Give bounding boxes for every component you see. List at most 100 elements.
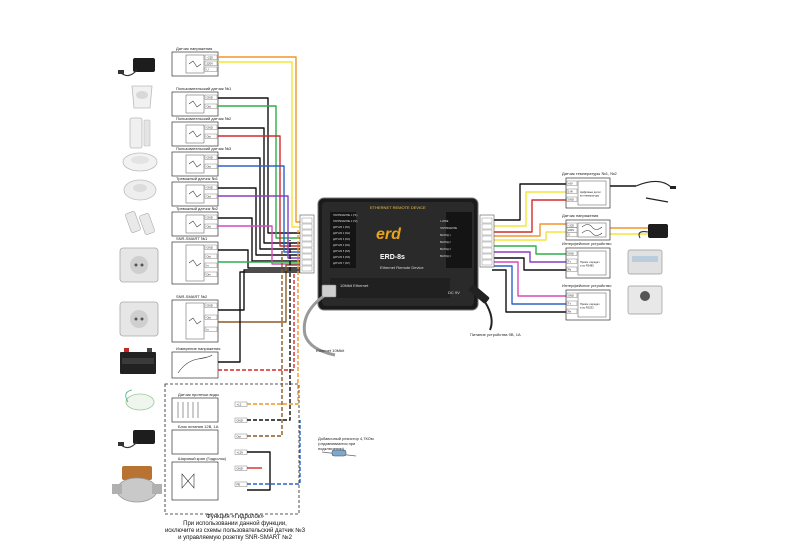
controller-brand: erd bbox=[376, 226, 401, 243]
hydrolock-frame bbox=[164, 383, 300, 515]
right-terminal bbox=[481, 253, 493, 260]
sensor-pin-label: Out bbox=[207, 164, 212, 168]
module-label-4: Интерфейсное устройство bbox=[562, 283, 612, 288]
hydrolock-pin-label: PE bbox=[237, 482, 241, 486]
resistor-icon bbox=[321, 449, 357, 457]
left-terminal bbox=[301, 229, 313, 236]
hydrolock-pin-label: Out bbox=[237, 434, 242, 438]
module-pin-label: GND bbox=[568, 293, 574, 297]
hydrolock-pin-label: GND bbox=[237, 466, 243, 470]
sensor-pin-label: Din bbox=[207, 272, 212, 276]
magnetic-contact-icon bbox=[125, 211, 155, 235]
door-sensor-icon bbox=[129, 117, 151, 149]
wire bbox=[492, 223, 566, 237]
caption-line-2: При использовании данной функции, bbox=[183, 521, 287, 527]
module-pin-label: Rx bbox=[568, 309, 572, 313]
wire bbox=[247, 250, 283, 437]
wire bbox=[218, 61, 302, 228]
sensor-pin-label: Out bbox=[207, 104, 212, 108]
sensor-pin-label: GND bbox=[207, 245, 213, 249]
wire bbox=[492, 269, 566, 313]
controller-right-pin: ВЫХОД 4 bbox=[440, 255, 451, 258]
controller-title: ETHERNET REMOTE DEVICE bbox=[370, 205, 426, 210]
right-terminal bbox=[481, 247, 493, 254]
hydrolock-pin-label: +12V bbox=[237, 450, 244, 454]
controller-left-pin: ДАТЧИК 6 (IN6) bbox=[333, 256, 350, 259]
controller-left-pin: ДАТЧИК 7 (IN7) bbox=[333, 262, 350, 265]
wire bbox=[218, 271, 302, 363]
module-inner-label: а по RS232 bbox=[580, 306, 594, 310]
controller-erd bbox=[299, 197, 495, 311]
ethernet-label: Ethernet 10Mbit bbox=[316, 348, 345, 353]
smoke-detector-icon bbox=[122, 152, 158, 172]
sensor-label-6: Тревожный датчик №2 bbox=[176, 206, 219, 211]
hydrolock-caption: Функция «Гидролок» При использовании дан… bbox=[160, 514, 310, 542]
sensor-label-5: Тревожный датчик №1 bbox=[176, 176, 219, 181]
sensor-block-2: GND Out bbox=[171, 91, 219, 117]
smart-socket-1-icon bbox=[119, 247, 159, 283]
hydrolock-pin-label: +12 bbox=[237, 402, 242, 406]
wire bbox=[218, 135, 302, 247]
hydrolock-box-2 bbox=[171, 429, 219, 455]
right-device-photos bbox=[627, 180, 676, 315]
leak-sensor-label: Датчик протечки воды bbox=[178, 392, 219, 397]
controller-pin-labels: НАПРЯЖЕНИЕ 1 (Н1) НАПРЯЖЕНИЕ 2 (Н2) ДАТЧИК… bbox=[333, 214, 458, 265]
power-adapter-icon bbox=[118, 58, 155, 77]
sensor-pin-label: GND bbox=[207, 95, 213, 99]
module-pin-label: GND bbox=[568, 251, 574, 255]
sensor-label-1: Датчик напряжения bbox=[176, 46, 213, 51]
left-terminal bbox=[301, 235, 313, 242]
controller-right-pin: ВЫХОД 3 bbox=[440, 248, 451, 251]
sensor-pin-label: GND bbox=[207, 155, 213, 159]
module-label-3: Интерфейсное устройство bbox=[562, 241, 612, 246]
controller-left-pin: ДАТЧИК 4 (IN4) bbox=[333, 244, 350, 247]
controller-model: ERD-8s bbox=[380, 254, 405, 261]
sensor-pin-label: GND bbox=[207, 303, 213, 307]
wire bbox=[492, 265, 566, 305]
wire bbox=[247, 451, 271, 491]
wire bbox=[492, 261, 566, 297]
sensor-pin-label: U bbox=[207, 67, 209, 71]
sensor-pin-label: Out bbox=[207, 254, 212, 258]
wire bbox=[247, 230, 299, 405]
controller-right-pin: НАПРЯЖЕНИЕ bbox=[440, 227, 458, 230]
left-terminal bbox=[301, 247, 313, 254]
power-adapter-3-icon bbox=[638, 224, 668, 239]
sensor-label-2: Пользовательский датчик №1 bbox=[176, 86, 232, 91]
module-pin-label: 220V bbox=[568, 228, 574, 232]
sensor-label-8: SNR-SMART №2 bbox=[176, 294, 208, 299]
ball-valve-icon bbox=[112, 466, 162, 503]
psu-label: Блок питания 12В, 1А bbox=[178, 424, 219, 429]
hydrolock-box-3 bbox=[171, 461, 219, 501]
module-pin-label: U bbox=[568, 233, 570, 237]
module-label-2: Датчик напряжения bbox=[562, 213, 599, 218]
module-pin-label: 1-W bbox=[568, 189, 573, 193]
caption-line-1: Функция «Гидролок» bbox=[206, 514, 264, 520]
wire bbox=[218, 217, 302, 262]
controller-left-pin: НАПРЯЖЕНИЕ 1 (Н1) bbox=[333, 214, 358, 217]
wire bbox=[492, 183, 566, 221]
sensor-block-4: GND Out bbox=[171, 151, 219, 177]
controller-right-pin: ВЫХОД 2 bbox=[440, 241, 451, 244]
left-sensor-blocks: ~220220VUGNDOutGNDOutGNDOutGNDOutGNDOutG… bbox=[171, 51, 248, 501]
sensor-pin-label: GND bbox=[207, 215, 213, 219]
sensor-label-4: Пользовательский датчик №3 bbox=[176, 146, 232, 151]
wire bbox=[492, 251, 566, 263]
wire bbox=[492, 245, 566, 255]
left-terminal bbox=[301, 241, 313, 248]
wire bbox=[218, 249, 302, 269]
right-terminal bbox=[481, 229, 493, 236]
module-pin-label: GND bbox=[568, 197, 574, 201]
controller-left-pin: ДАТЧИК 3 (IN3) bbox=[333, 238, 350, 241]
controller-left-pin: НАПРЯЖЕНИЕ 2 (Н2) bbox=[333, 220, 358, 223]
wire bbox=[218, 187, 302, 256]
wire bbox=[492, 199, 566, 233]
wire bbox=[218, 127, 302, 244]
power-adapter-2-icon bbox=[118, 430, 155, 449]
